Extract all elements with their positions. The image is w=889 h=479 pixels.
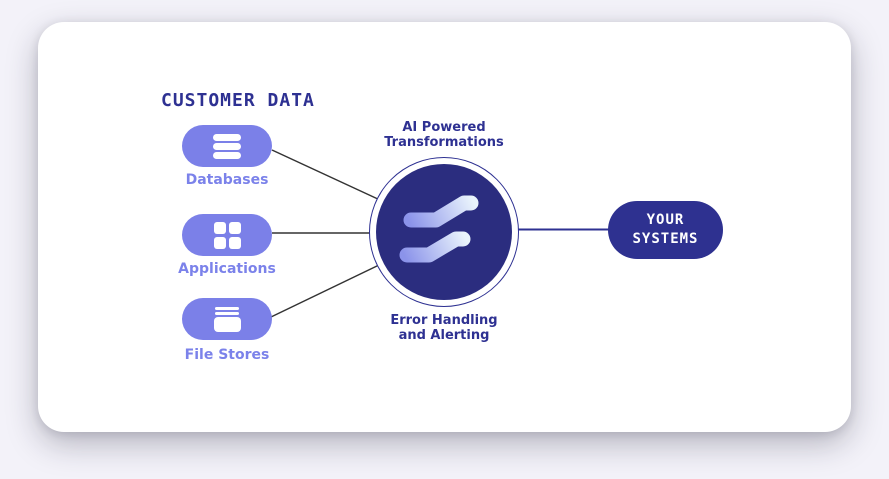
hub-label-error-handling: Error Handling and Alerting	[390, 313, 498, 343]
source-node-applications	[182, 214, 272, 256]
customer-data-heading: CUSTOMER DATA	[161, 90, 315, 111]
source-node-databases	[182, 125, 272, 167]
source-label-filestores: File Stores	[184, 347, 270, 363]
destination-label: YOUR SYSTEMS	[632, 212, 699, 247]
destination-node-your-systems: YOUR SYSTEMS	[608, 201, 723, 259]
source-label-databases: Databases	[185, 172, 269, 188]
connector-filestores-to-hub	[270, 264, 380, 318]
connector-databases-to-hub	[271, 149, 381, 201]
hub-ring	[369, 157, 519, 307]
source-label-applications: Applications	[178, 261, 276, 277]
hub-circle	[376, 164, 512, 300]
app-grid-icon	[213, 221, 241, 249]
database-stack-icon	[213, 133, 241, 159]
hub-label-transformations: AI Powered Transformations	[384, 120, 504, 150]
zigzag-flow-logo	[399, 195, 479, 263]
file-box-icon	[213, 306, 241, 332]
source-node-filestores	[182, 298, 272, 340]
